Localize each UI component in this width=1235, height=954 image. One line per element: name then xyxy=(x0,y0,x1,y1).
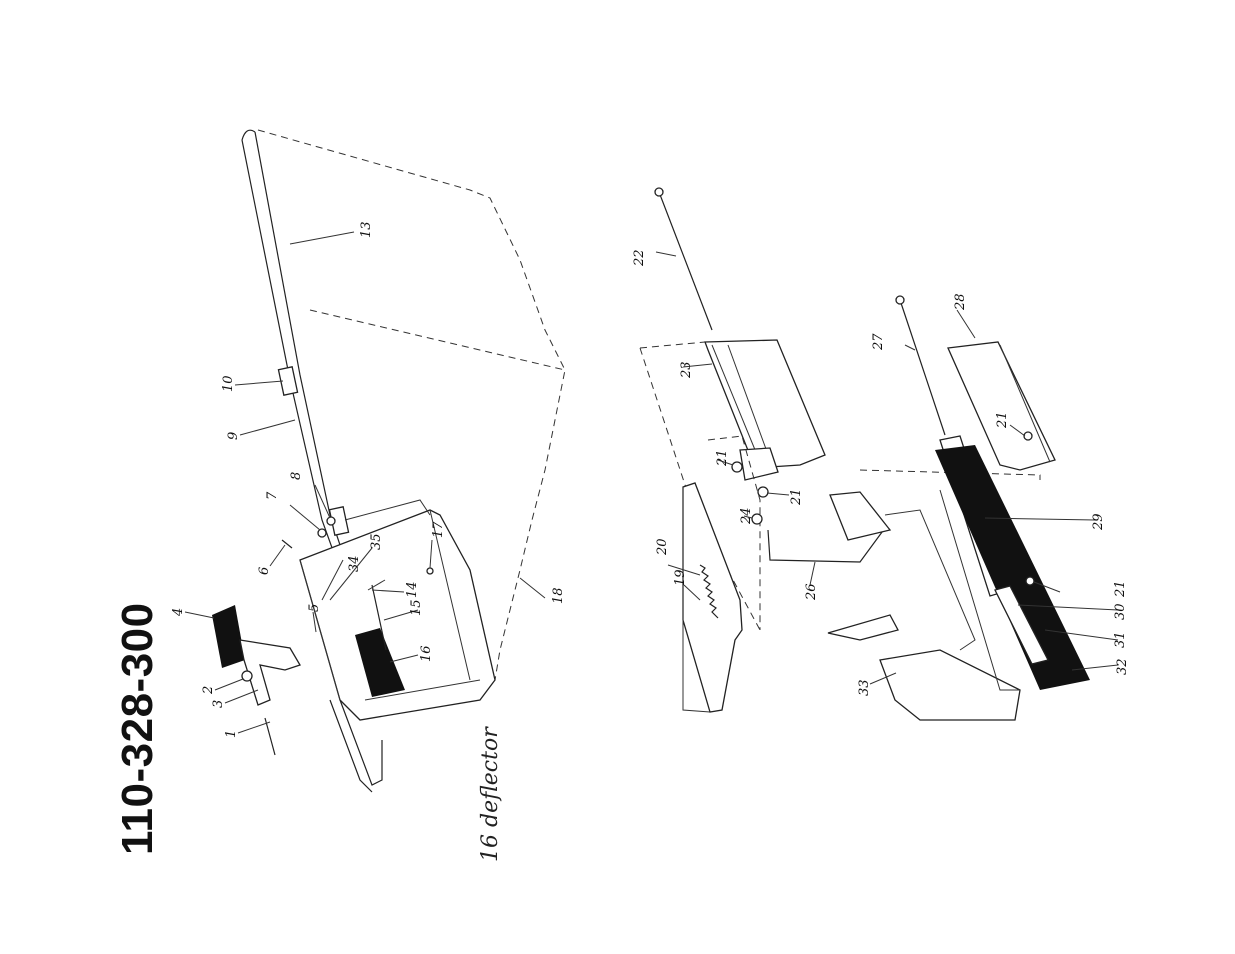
callout-26: 26 xyxy=(804,583,819,601)
leader-13 xyxy=(290,232,354,244)
leader-9 xyxy=(240,420,295,435)
frame-loop xyxy=(242,130,255,140)
callout-7: 7 xyxy=(265,491,280,500)
callout-5: 5 xyxy=(307,604,322,612)
nut-2 xyxy=(242,671,252,681)
deflector-assembly xyxy=(828,296,1090,720)
leader-7 xyxy=(290,505,320,530)
base-plate-19 xyxy=(683,483,742,712)
leader-6 xyxy=(270,545,285,566)
callout-15: 15 xyxy=(409,599,424,616)
callout-22: 22 xyxy=(632,249,647,267)
bag-inner-line xyxy=(310,310,565,370)
leader-1 xyxy=(238,722,270,733)
deflector-wing xyxy=(828,615,898,640)
leader-2 xyxy=(215,679,243,690)
callout-21a: 21 xyxy=(715,449,730,467)
leader-26 xyxy=(810,562,815,585)
nut-21d xyxy=(1026,577,1034,585)
leader-3 xyxy=(225,690,258,703)
callout-3: 3 xyxy=(211,700,226,708)
leader-28 xyxy=(957,310,975,338)
leader-22 xyxy=(656,252,676,256)
callout-21d: 21 xyxy=(1113,580,1128,598)
callout-10: 10 xyxy=(221,375,236,392)
callout-17: 17 xyxy=(431,521,446,538)
callout-29: 29 xyxy=(1091,513,1106,531)
callout-13: 13 xyxy=(359,221,374,238)
callout-21c: 21 xyxy=(995,411,1010,429)
hinge-rod-22 xyxy=(659,192,712,330)
rod-head-22 xyxy=(655,188,663,196)
nut-8 xyxy=(327,517,335,525)
callout-34: 34 xyxy=(347,555,362,572)
hinge-rod-27 xyxy=(900,300,945,435)
pin-17 xyxy=(427,568,433,574)
callout-24: 24 xyxy=(739,507,754,525)
leader-27 xyxy=(905,345,915,350)
callout-9: 9 xyxy=(226,432,241,440)
callout-28: 28 xyxy=(953,293,968,311)
handle-grip xyxy=(212,605,245,668)
nut-21b xyxy=(758,487,768,497)
callout-30: 30 xyxy=(1113,603,1128,620)
callout-14: 14 xyxy=(405,581,420,598)
callout-2: 2 xyxy=(201,686,216,695)
callout-4: 4 xyxy=(171,608,186,617)
rod-head-27 xyxy=(896,296,904,304)
callout-33: 33 xyxy=(857,679,872,696)
callout-31: 31 xyxy=(1113,631,1128,648)
washer-7 xyxy=(318,529,326,537)
callout-21b: 21 xyxy=(789,488,804,506)
nut-21a xyxy=(732,462,742,472)
callout-6: 6 xyxy=(257,567,272,575)
callout-35: 35 xyxy=(369,533,384,550)
leader-18 xyxy=(520,578,545,598)
leader-4 xyxy=(185,612,214,618)
callout-18: 18 xyxy=(551,587,566,604)
callout-16: 16 xyxy=(419,645,434,662)
callout-32: 32 xyxy=(1115,658,1130,675)
deflector-bracket xyxy=(830,492,890,540)
callout-27: 27 xyxy=(871,333,886,351)
callout-20: 20 xyxy=(655,538,670,556)
rubber-flap-32 xyxy=(935,445,1090,690)
deflector-frame-outline xyxy=(885,510,975,650)
callout-23: 23 xyxy=(679,361,694,379)
callout-1: 1 xyxy=(224,730,239,738)
callout-19: 19 xyxy=(673,569,688,586)
nut-21c xyxy=(1024,432,1032,440)
callout-8: 8 xyxy=(289,472,304,480)
leader-21b xyxy=(767,493,789,495)
bag-frame-assembly xyxy=(212,130,565,792)
leader-10 xyxy=(235,381,283,385)
